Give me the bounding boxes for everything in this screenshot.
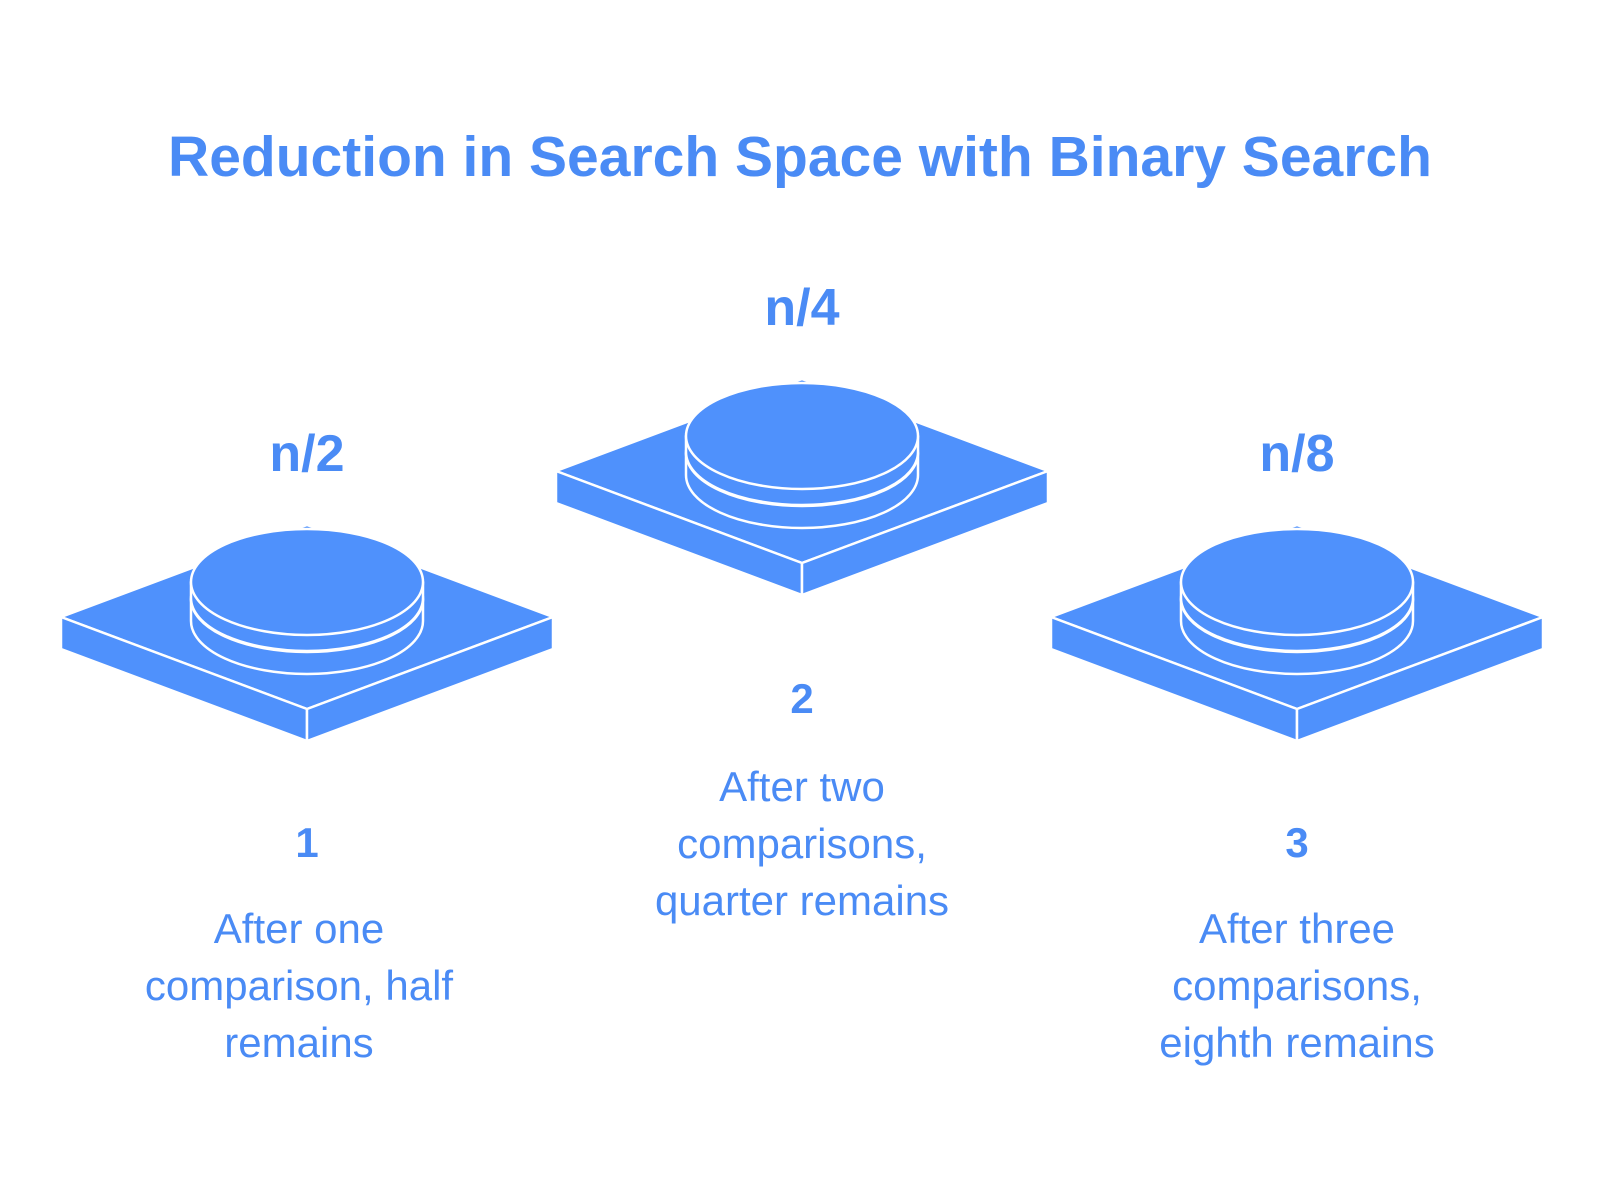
stage-3-step-number: 3 [1285, 819, 1309, 866]
stage-2-amount: n/4 [764, 279, 840, 337]
pedestal-3-slab-right [1295, 615, 1545, 743]
stage-1-description-line: remains [224, 1019, 374, 1066]
stage-1-description-line: comparison, half [144, 962, 454, 1009]
stage-2-description: After two comparisons, quarter remains [592, 758, 1012, 929]
stage-3-description-line: eighth remains [1159, 1019, 1435, 1066]
pedestal-1-disc-upper-top [189, 527, 425, 637]
diagram-title: Reduction in Search Space with Binary Se… [168, 125, 1432, 189]
pedestal-3 [1049, 523, 1545, 743]
stage-1-step-number: 1 [295, 819, 319, 866]
pedestal-2 [554, 377, 1050, 597]
pedestal-1 [59, 523, 555, 743]
stage-3-description: After three comparisons, eighth remains [1087, 900, 1507, 1071]
stage-3-description-line: After three [1198, 905, 1396, 952]
stage-1-description-line: After one [213, 905, 385, 952]
stage-2-description-line: After two [719, 763, 885, 810]
stage-1-description: After one comparison, half remains [89, 900, 509, 1071]
stage-2-description-line: comparisons, [677, 820, 927, 867]
stage-2-description-line: quarter remains [654, 877, 950, 924]
pedestal-2-slab-right [800, 469, 1050, 597]
stage-1-amount: n/2 [269, 425, 345, 483]
stage-2-step-number: 2 [790, 675, 814, 722]
stage-3-amount: n/8 [1259, 425, 1335, 483]
pedestal-1-slab-right [305, 615, 555, 743]
stage-3-description-line: comparisons, [1172, 962, 1422, 1009]
pedestal-2-disc-upper-top [684, 381, 920, 491]
pedestal-3-disc-upper-top [1179, 527, 1415, 637]
